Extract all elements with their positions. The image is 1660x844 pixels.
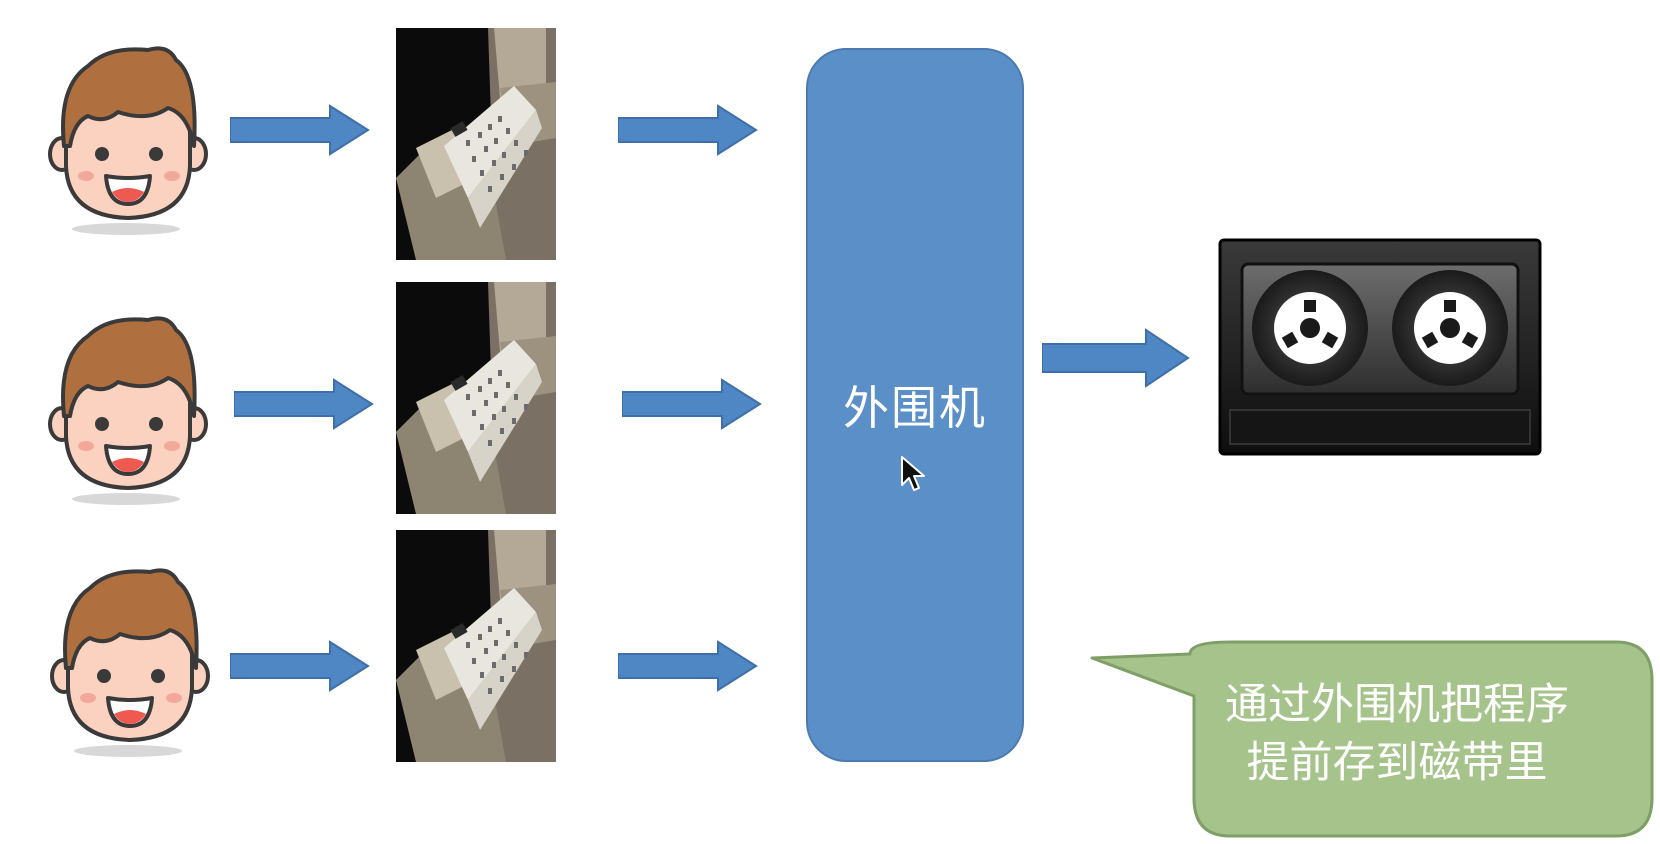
magnetic-tape-icon — [1218, 238, 1542, 456]
punched-card-photo — [396, 28, 556, 260]
punched-card-photo — [396, 530, 556, 762]
speech-bubble — [1090, 640, 1654, 838]
arrow-right-icon — [622, 378, 762, 430]
mouse-cursor-icon — [901, 456, 925, 491]
speech-bubble-line-2: 提前存到磁带里 — [1246, 738, 1548, 788]
speech-bubble-text: 通过外围机把程序 提前存到磁带里 — [1162, 676, 1632, 792]
smiling-person-icon — [48, 306, 208, 506]
punched-card-photo — [396, 282, 556, 514]
arrow-right-icon — [234, 378, 374, 430]
arrow-right-icon — [618, 640, 758, 692]
arrow-right-icon — [230, 104, 370, 156]
smiling-person-icon — [50, 558, 210, 758]
peripheral-label: 外围机 — [843, 381, 987, 435]
smiling-person-icon — [48, 36, 208, 236]
arrow-right-icon — [230, 640, 370, 692]
peripheral-machine-box: 外围机 — [806, 48, 1024, 762]
arrow-right-icon — [618, 104, 758, 156]
arrow-right-icon — [1042, 328, 1190, 388]
speech-bubble-line-1: 通过外围机把程序 — [1225, 680, 1569, 730]
